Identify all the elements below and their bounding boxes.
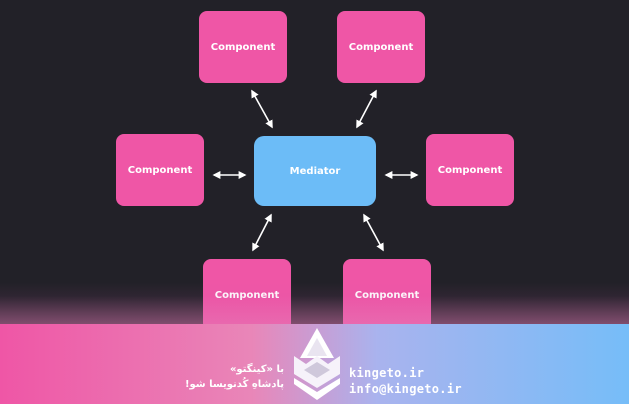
mediator-label: Mediator: [289, 165, 341, 177]
persian-tagline: با «کینگتو» پادشاهِ کُدنویسا شو!: [185, 362, 284, 392]
component-label: Component: [214, 289, 280, 301]
website-link[interactable]: kingeto.ir: [349, 366, 425, 380]
component-middle-right: Component: [426, 134, 514, 206]
edge-bottom-left-arrow: [252, 213, 272, 252]
email-link[interactable]: info@kingeto.ir: [349, 382, 462, 396]
edge-bottom-right-arrow: [363, 213, 384, 252]
component-bottom-right: Component: [343, 259, 431, 331]
tagline-line-2: پادشاهِ کُدنویسا شو!: [184, 379, 284, 390]
mediator-node: Mediator: [254, 136, 376, 206]
component-label: Component: [210, 41, 276, 53]
tagline-line-1: با «کینگتو»: [229, 364, 284, 375]
component-label: Component: [437, 164, 503, 176]
edge-top-right-arrow: [356, 89, 377, 129]
component-label: Component: [127, 164, 193, 176]
component-middle-left: Component: [116, 134, 204, 206]
component-bottom-left: Component: [203, 259, 291, 331]
kingeto-logo-icon: [294, 328, 340, 400]
edge-top-left-arrow: [251, 89, 273, 129]
component-label: Component: [354, 289, 420, 301]
component-label: Component: [348, 41, 414, 53]
component-top-left: Component: [199, 11, 287, 83]
contact-info: kingeto.ir info@kingeto.ir: [349, 365, 462, 397]
component-top-right: Component: [337, 11, 425, 83]
